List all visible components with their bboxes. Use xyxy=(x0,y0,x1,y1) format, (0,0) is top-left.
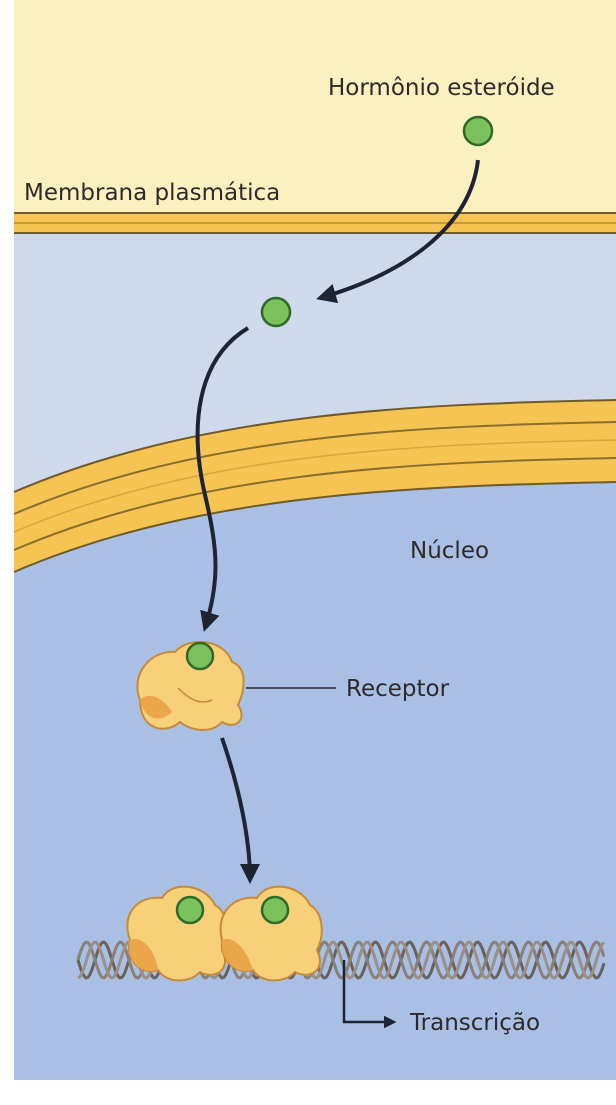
transcription-label: Transcrição xyxy=(409,1010,540,1036)
hormone-label: Hormônio esteróide xyxy=(328,75,555,101)
hormone-molecule-outside xyxy=(464,117,492,145)
nucleoplasm xyxy=(14,461,616,1080)
hormone-molecule-cytoplasm xyxy=(262,298,290,326)
hormone-molecule-bound xyxy=(187,643,213,669)
receptor-label: Receptor xyxy=(346,676,450,702)
hormone-molecule-dimer-2 xyxy=(262,897,288,923)
hormone-molecule-dimer-1 xyxy=(177,897,203,923)
nucleus-label: Núcleo xyxy=(410,538,489,564)
plasma-membrane xyxy=(14,213,616,233)
membrane-label: Membrana plasmática xyxy=(24,180,280,206)
